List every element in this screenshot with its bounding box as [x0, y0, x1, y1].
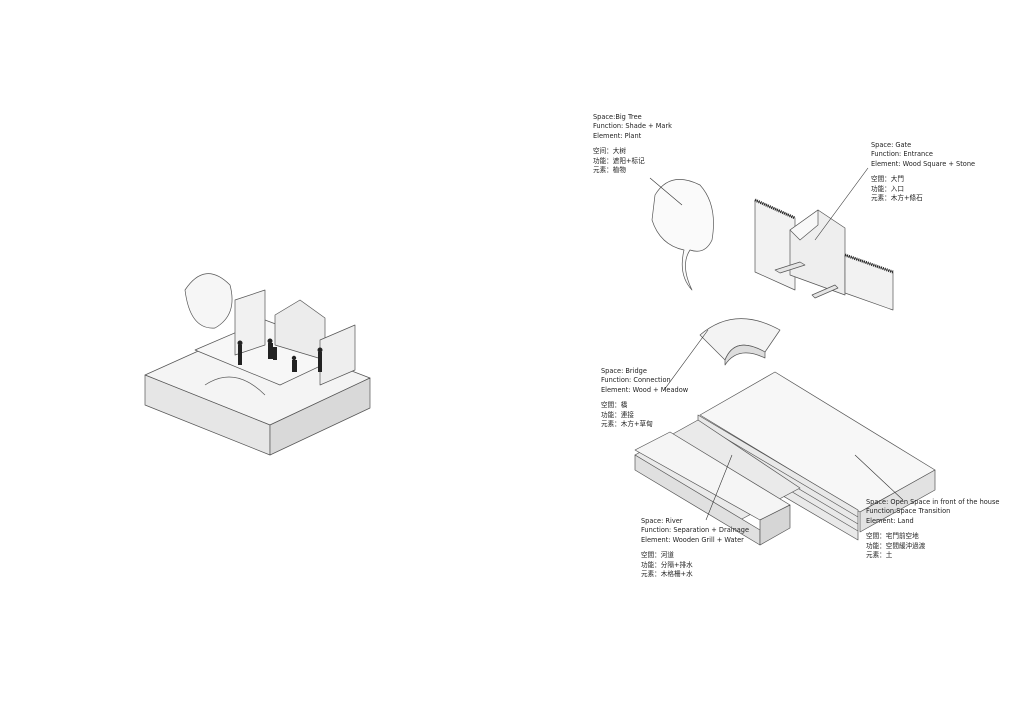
label-line: Function: Connection [601, 376, 671, 385]
label-line: 元素：木方+草甸 [601, 420, 653, 429]
bridge-shape [699, 318, 781, 366]
label-line: 功能：入口 [871, 184, 904, 193]
label-line: 元素：植物 [593, 166, 626, 175]
big-tree-shape [651, 179, 714, 291]
label-line: Element: Wood + Meadow [601, 385, 689, 394]
label-line: 功能：空間緩沖過渡 [866, 541, 926, 550]
leader-lines [649, 167, 904, 521]
label-line: Function: Entrance [871, 150, 933, 159]
label-line: 功能：分隔+排水 [641, 560, 693, 569]
label-line: 元素：土 [866, 551, 893, 560]
label-line: Element: Wood Square + Stone [871, 159, 976, 168]
label-big-tree: Space:Big Tree Function: Shade + Mark El… [593, 113, 672, 175]
label-bridge: Space: Bridge Function: Connection Eleme… [601, 367, 688, 429]
gate-shape [754, 198, 894, 311]
label-line: Element: Wooden Grill + Water [641, 535, 744, 544]
label-line: Space: Open Space in front of the house [866, 498, 1000, 506]
label-line: Function: Separation + Drainage [641, 526, 750, 535]
label-line: 功能：遮阳+标记 [593, 156, 645, 165]
label-open-space: Space: Open Space in front of the house … [866, 498, 999, 560]
label-line: Element: Land [866, 516, 914, 525]
label-line: 功能：連接 [601, 410, 634, 419]
label-river: Space: River Function: Separation + Drai… [641, 517, 749, 579]
label-line: 空間：河道 [641, 551, 674, 560]
label-line: 元素：木方+條石 [871, 194, 923, 203]
label-gate: Space: Gate Function: Entrance Element: … [871, 141, 975, 203]
label-line: Space:Big Tree [593, 113, 642, 121]
label-line: Function: Shade + Mark [593, 122, 672, 131]
label-line: 空间：大树 [593, 147, 626, 156]
label-line: 空間：橋 [601, 401, 628, 410]
label-line: Element: Plant [593, 131, 642, 140]
assembled-model [144, 273, 371, 456]
label-line: 空間：宅門前空地 [866, 532, 919, 541]
label-line: Space: Bridge [601, 367, 647, 375]
base-shape [634, 371, 936, 546]
label-line: Space: River [641, 517, 683, 525]
label-line: 空間：大門 [871, 175, 904, 184]
label-line: Function:Space Transition [866, 507, 951, 516]
label-line: 元素：木格柵+水 [641, 570, 693, 579]
human-figures [237, 338, 323, 372]
label-line: Space: Gate [871, 141, 912, 149]
